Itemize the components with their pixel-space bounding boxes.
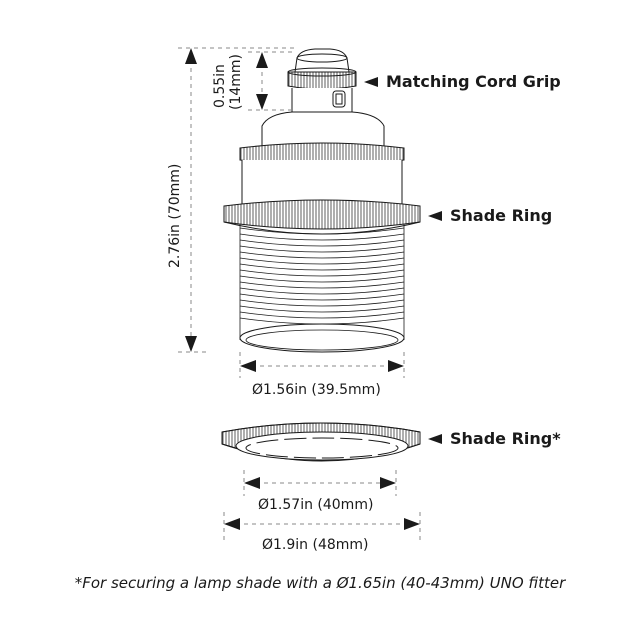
- shade-ring-loose-drawing: [221, 422, 421, 462]
- threaded-sleeve-drawing: [239, 224, 405, 353]
- shade-ring-loose-label-text: Shade Ring*: [450, 429, 561, 448]
- cord-grip-height-in-label: 0.55in: [212, 64, 228, 108]
- ring-outer-diameter-label: Ø1.9in (48mm): [262, 537, 369, 553]
- body-shoulder-drawing: [239, 111, 405, 209]
- shade-ring-mounted-drawing: [223, 199, 421, 235]
- cord-grip-height-mm-label: (14mm): [228, 53, 244, 110]
- shade-ring-label: Shade Ring: [428, 206, 552, 225]
- cord-grip-drawing: [287, 48, 357, 116]
- total-height-label: 2.76in (70mm): [167, 163, 183, 268]
- shade-ring-loose-label: Shade Ring*: [428, 429, 561, 448]
- pointer-arrow-icon: [428, 210, 442, 221]
- dimension-arrows: [185, 48, 420, 530]
- dimension-lines: [178, 47, 421, 540]
- shade-ring-label-text: Shade Ring: [450, 206, 553, 225]
- cord-grip-label: Matching Cord Grip: [364, 72, 561, 91]
- footnote: *For securing a lamp shade with a Ø1.65i…: [74, 574, 566, 592]
- pointer-arrow-icon: [364, 76, 378, 87]
- thread-diameter-label: Ø1.56in (39.5mm): [252, 382, 381, 398]
- pointer-arrow-icon: [428, 433, 442, 444]
- cord-grip-label-text: Matching Cord Grip: [386, 72, 561, 91]
- ring-inner-diameter-label: Ø1.57in (40mm): [258, 497, 374, 513]
